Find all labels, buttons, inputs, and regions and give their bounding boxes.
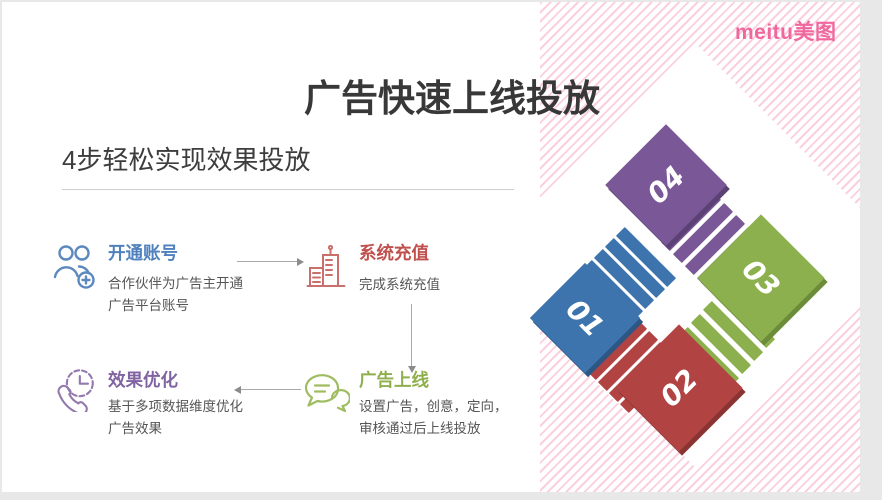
step2-title: 系统充值	[359, 243, 429, 263]
phone-clock-icon	[52, 366, 100, 412]
people-add-icon	[52, 242, 98, 292]
step1-description: 合作伙伴为广告主开通 广告平台账号	[108, 276, 243, 313]
brand-logo: meitu美图	[735, 21, 837, 44]
page-title: 广告快速上线投放	[304, 78, 600, 119]
section-subtitle: 4步轻松实现效果投放	[62, 145, 311, 175]
arrow-step2-to-step3	[407, 304, 416, 373]
staircase-graphic: 01 02 03 04	[529, 124, 828, 456]
stair-plate-01: 01	[529, 262, 644, 378]
chat-bubbles-icon	[302, 372, 350, 414]
arrow-step3-to-step4	[234, 385, 301, 394]
arrow-step1-to-step2	[237, 257, 304, 266]
step2-description: 完成系统充值	[359, 277, 440, 292]
presentation-slide: 01 02 03 04 meitu美图	[2, 2, 860, 492]
step1-title: 开通账号	[108, 243, 178, 263]
step3-description: 设置广告，创意，定向， 审核通过后上线投放	[359, 399, 508, 436]
step4-description: 基于多项数据维度优化 广告效果	[108, 399, 243, 436]
step3-title: 广告上线	[359, 370, 429, 390]
building-icon	[306, 242, 346, 294]
stair-plate-04: 04	[605, 124, 730, 250]
subtitle-divider	[62, 189, 514, 190]
step4-title: 效果优化	[108, 370, 178, 390]
